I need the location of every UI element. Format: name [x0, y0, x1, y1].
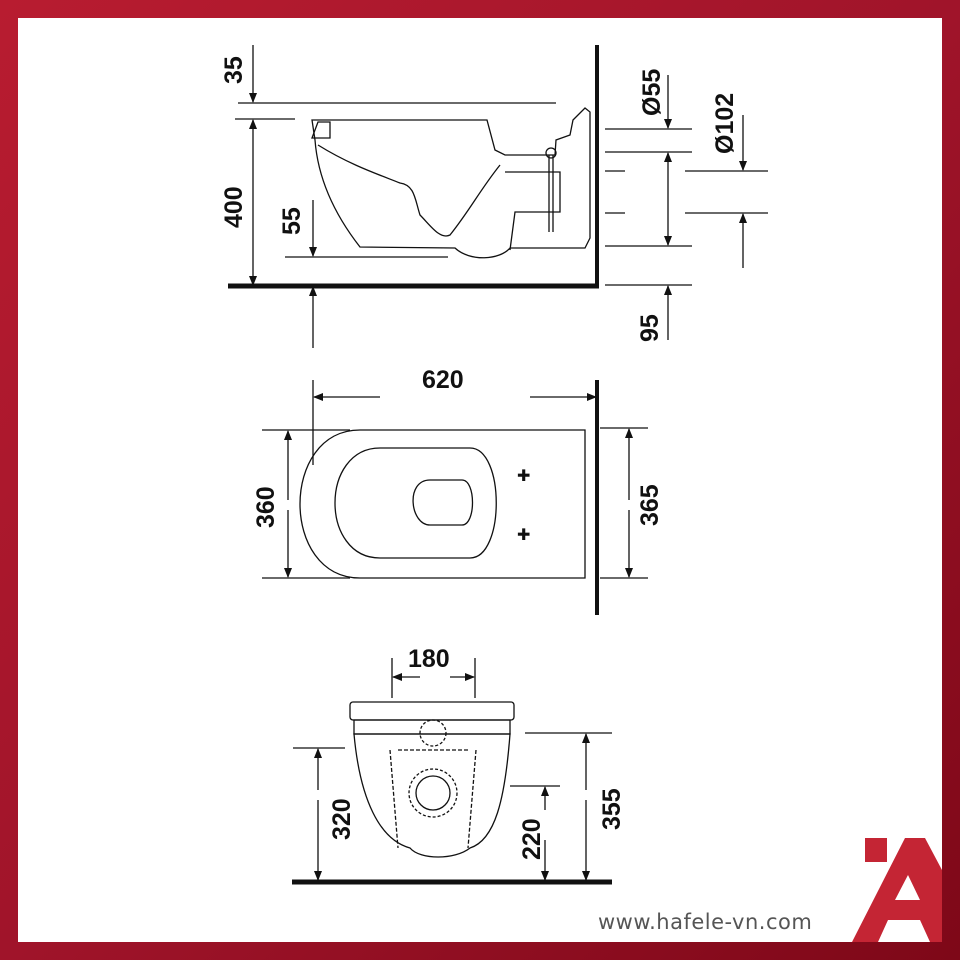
front-view — [292, 658, 612, 885]
dim-95: 95 — [636, 314, 664, 342]
dim-355: 355 — [598, 788, 626, 830]
mount-hole-icon: ✚ — [517, 527, 530, 544]
outlet — [505, 171, 561, 251]
bowl-opening — [412, 479, 474, 526]
dim-620: 620 — [422, 366, 464, 394]
dim-diameter-102: Ø102 — [711, 93, 739, 154]
dim-320: 320 — [328, 798, 356, 840]
dim-35: 35 — [220, 56, 248, 84]
dim-400: 400 — [220, 186, 248, 228]
seat-top — [334, 447, 497, 559]
mount-hole-icon: ✚ — [517, 468, 530, 485]
dim-365: 365 — [636, 484, 664, 526]
dim-360: 360 — [252, 486, 280, 528]
hafele-logo — [852, 838, 942, 942]
top-view: ✚ ✚ — [262, 380, 648, 615]
toilet-side-outline — [311, 107, 591, 259]
website-url[interactable]: www.hafele-vn.com — [598, 910, 813, 934]
dim-55: 55 — [278, 207, 306, 235]
drawing-canvas — [18, 18, 942, 942]
seat-line — [311, 121, 331, 139]
seat-lid-front — [349, 701, 515, 721]
toilet-front-outline — [353, 733, 511, 858]
toilet-top-outline — [299, 429, 586, 579]
side-view — [228, 45, 768, 348]
dim-220: 220 — [518, 818, 546, 860]
dim-180: 180 — [408, 645, 450, 673]
dim-diameter-55: Ø55 — [638, 69, 666, 116]
bowl-inner — [317, 144, 501, 237]
